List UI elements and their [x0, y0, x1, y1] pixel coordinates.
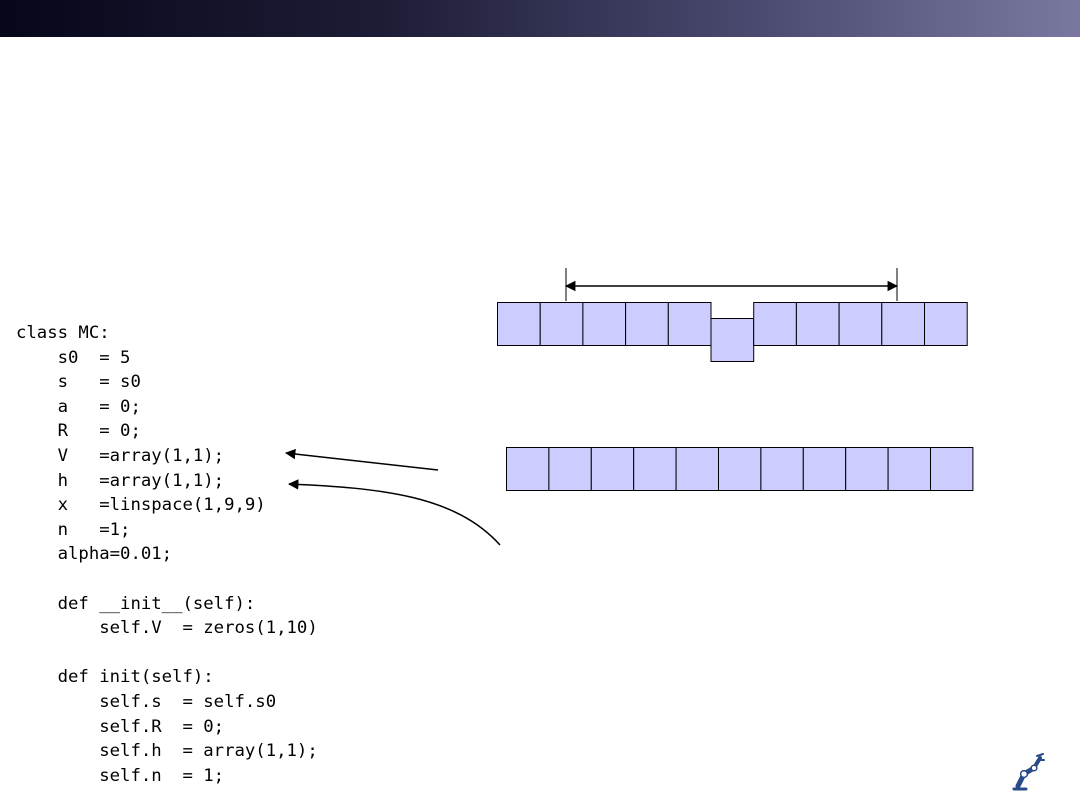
- code-line: self.s = self.s0: [16, 691, 277, 712]
- state-array-cell: [753, 302, 797, 346]
- code-line: def __init__(self):: [16, 593, 256, 614]
- current-state-cell: [710, 318, 755, 362]
- code-line: self.h = array(1,1);: [16, 741, 318, 762]
- code-line: self.V = zeros(1,10): [16, 618, 318, 639]
- value-array-cell: [633, 447, 677, 491]
- code-line: self.R = 0;: [16, 716, 225, 737]
- code-line: x =linspace(1,9,9): [16, 495, 266, 516]
- code-line: class MC:: [16, 323, 110, 343]
- state-array-cell: [539, 302, 584, 346]
- state-array: [497, 302, 968, 362]
- state-array-cell: [667, 302, 712, 346]
- arrow-to-V: [284, 448, 439, 471]
- code-line: h =array(1,1);: [16, 470, 225, 491]
- value-array-cell: [675, 447, 719, 491]
- code-line: def init(self):: [16, 667, 214, 688]
- code-line: a = 0;: [16, 396, 141, 417]
- value-array: [506, 447, 974, 491]
- state-array-cell: [582, 302, 627, 346]
- value-array-cell: [590, 447, 635, 491]
- state-array-cell: [881, 302, 925, 346]
- state-array-cell: [625, 302, 669, 346]
- code-line: s0 = 5: [16, 347, 131, 368]
- state-array-cell: [924, 302, 968, 346]
- value-array-cell: [760, 447, 804, 491]
- robot-arm-icon: [1012, 753, 1045, 791]
- value-array-cell: [845, 447, 889, 491]
- code-line: s = s0: [16, 372, 141, 393]
- arrow-to-h: [287, 479, 501, 546]
- value-array-cell: [506, 447, 550, 491]
- code-line: R = 0;: [16, 421, 141, 442]
- code-line: self.n = 1;: [16, 765, 225, 786]
- value-array-cell: [718, 447, 762, 491]
- code-block: class MC: s0 = 5 s = s0 a = 0; R = 0; V …: [16, 321, 318, 788]
- state-array-cell: [838, 302, 883, 346]
- header-bar: [0, 0, 1080, 37]
- value-array-cell: [548, 447, 592, 491]
- value-array-cell: [802, 447, 847, 491]
- state-array-cell: [497, 302, 541, 346]
- value-array-cell: [887, 447, 931, 491]
- code-line: n =1;: [16, 519, 131, 540]
- state-array-cell: [795, 302, 840, 346]
- value-array-cell: [930, 447, 974, 491]
- code-line: alpha=0.01;: [16, 544, 173, 565]
- code-line: V =array(1,1);: [16, 445, 225, 466]
